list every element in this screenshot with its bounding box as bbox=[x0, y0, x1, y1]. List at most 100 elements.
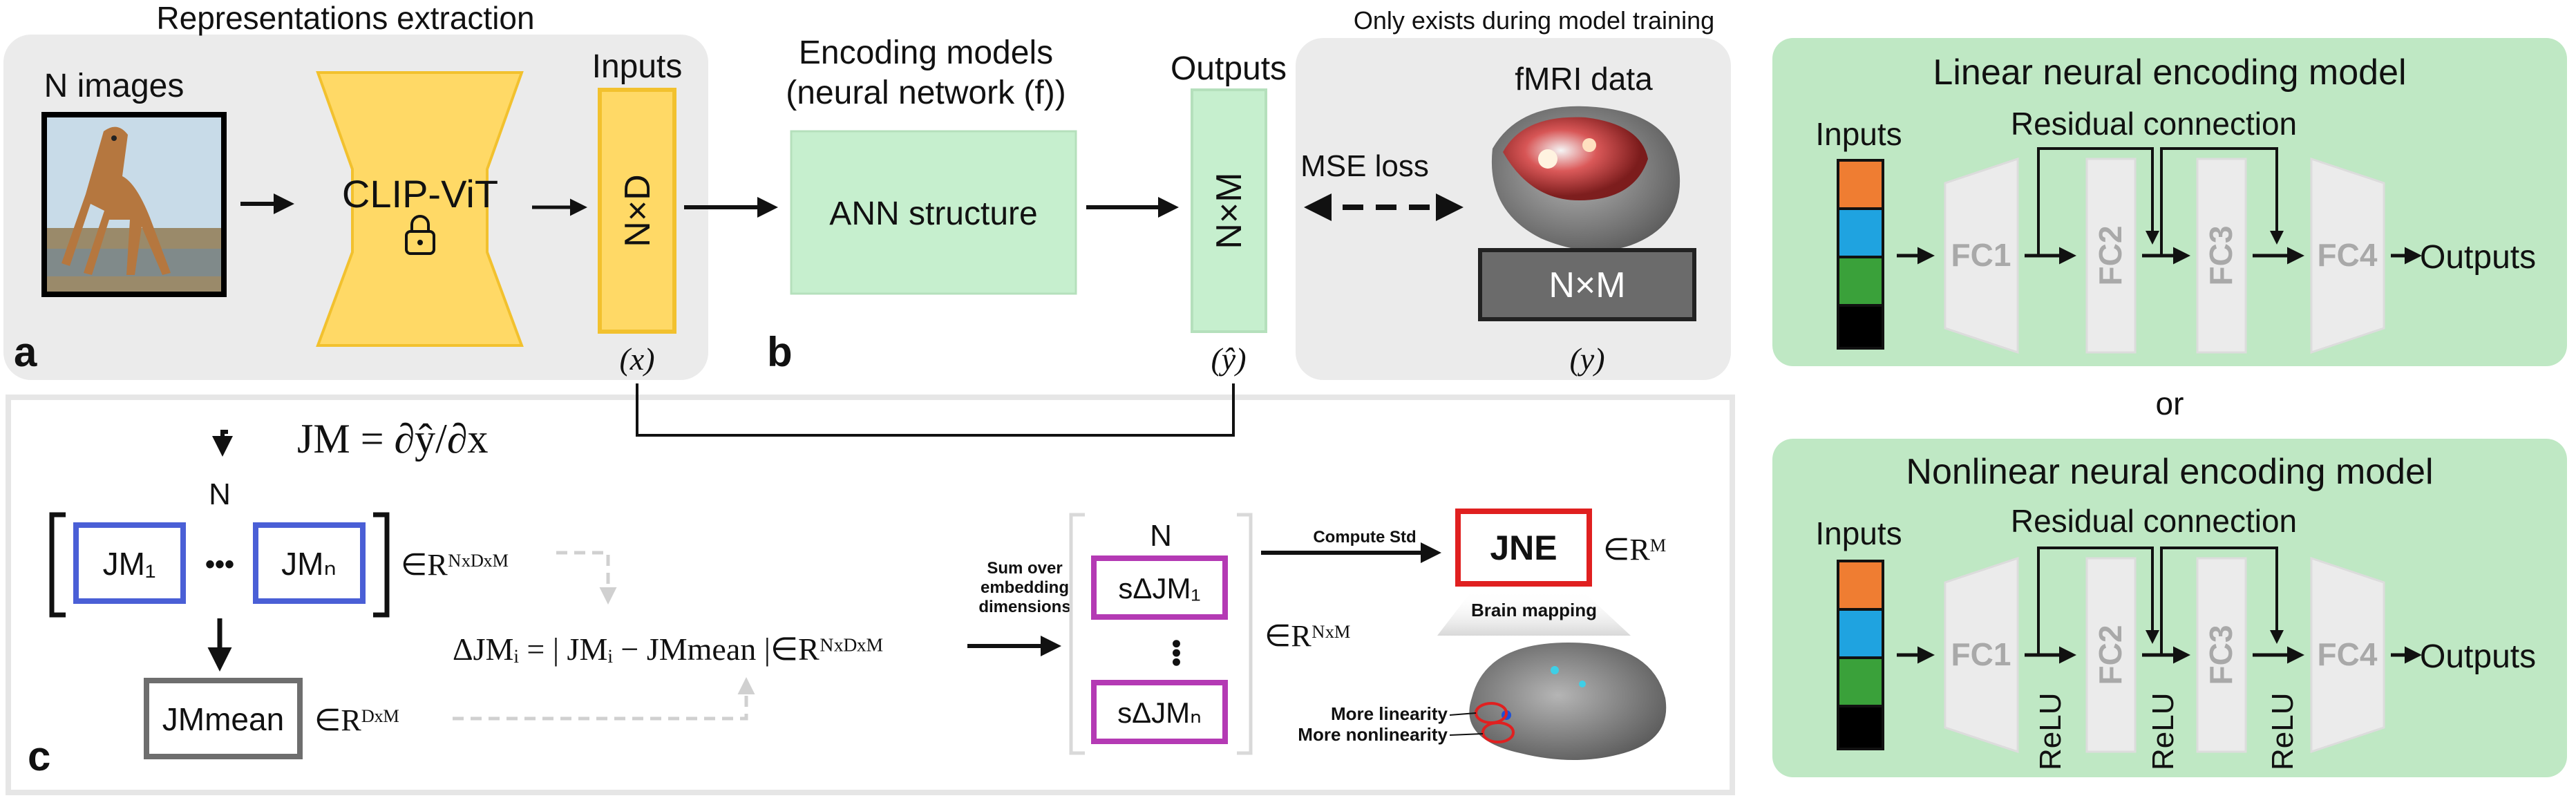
linear-fc4-label: FC4 bbox=[2318, 237, 2378, 273]
sdjm-space: ∈Rᴺˣᴹ bbox=[1265, 619, 1351, 653]
nonlinear-relu-1: ReLU bbox=[2034, 693, 2067, 771]
sdjmn-box bbox=[1091, 680, 1228, 744]
clip-vit-label: CLIP-ViT bbox=[342, 172, 498, 216]
fmri-data-block bbox=[1478, 248, 1696, 321]
panel-a-letter: a bbox=[14, 329, 37, 375]
nonlinear-residual-1 bbox=[2037, 547, 2159, 655]
linearity-marker-2 bbox=[1481, 721, 1515, 743]
jm-space: ∈Rᴺˣᴰˣᴹ bbox=[401, 548, 509, 582]
jm-right-bracket bbox=[373, 512, 390, 618]
linear-fc4-block bbox=[2310, 157, 2385, 354]
dashed-arrow-mean-to-delta bbox=[453, 677, 755, 721]
jm-n-label: N bbox=[209, 477, 231, 511]
brain-mapping-spotlight bbox=[1437, 591, 1631, 636]
linear-residual-1 bbox=[2037, 147, 2159, 256]
nonlinear-fc1-block bbox=[1944, 556, 2019, 754]
panel-c-letter: c bbox=[28, 733, 50, 779]
panel-a-title: Representations extraction bbox=[156, 0, 534, 36]
inputs-dims: N×D bbox=[618, 174, 658, 247]
brain-mapping-label: Brain mapping bbox=[1471, 600, 1597, 620]
sum-label-line1: Sum over bbox=[987, 559, 1062, 578]
mse-loss-label: MSE loss bbox=[1300, 149, 1429, 183]
jm-mean-label: JMmean bbox=[162, 701, 284, 737]
fmri-dims: N×M bbox=[1549, 265, 1625, 305]
linear-fc1-label: FC1 bbox=[1951, 237, 2011, 273]
nonlinear-fc2-block bbox=[2085, 557, 2137, 753]
nonlinear-input-green bbox=[1837, 656, 1884, 707]
sdjm-dots: ••• bbox=[1162, 639, 1191, 667]
linear-input-black bbox=[1837, 304, 1884, 350]
compute-std-label: Compute Std bbox=[1313, 528, 1416, 547]
jm-mean-box bbox=[144, 678, 303, 759]
giraffe-image bbox=[41, 112, 227, 297]
n-images-label: N images bbox=[44, 68, 184, 104]
fmri-brain-image bbox=[1491, 106, 1680, 251]
jm-formula: JM = ∂ŷ/∂x bbox=[297, 416, 489, 462]
nonlinear-fc3-block bbox=[2196, 557, 2247, 753]
linear-input-blue bbox=[1837, 207, 1884, 258]
linear-residual-2 bbox=[2160, 147, 2284, 256]
jmn-box bbox=[253, 522, 366, 604]
jm-mean-space: ∈Rᴰˣᴹ bbox=[314, 703, 399, 737]
jne-box bbox=[1455, 509, 1592, 587]
delta-jm-formula: ΔJMᵢ = | JMᵢ − JMmean |∈Rᴺˣᴰˣᴹ bbox=[453, 631, 883, 667]
nonlinear-relu-2: ReLU bbox=[2146, 693, 2180, 771]
linear-input-green bbox=[1837, 256, 1884, 307]
sdjm1-label: sΔJM₁ bbox=[1118, 572, 1200, 605]
sum-label-line2: embedding bbox=[981, 578, 1069, 597]
nonlinear-model-title: Nonlinear neural encoding model bbox=[1906, 452, 2433, 492]
panel-b: Encoding models (neural network (f)) ANN… bbox=[684, 35, 1287, 377]
panel-a: Representations extraction N images CLIP… bbox=[3, 0, 708, 380]
or-label: or bbox=[2156, 386, 2184, 421]
panel-b-letter: b bbox=[767, 329, 793, 375]
outputs-block bbox=[1191, 88, 1267, 333]
nonlinear-fc1-label: FC1 bbox=[1951, 636, 2011, 672]
linear-residual-label: Residual connection bbox=[2011, 106, 2297, 142]
x-variable: (x) bbox=[619, 341, 654, 377]
jmn-label: JMₙ bbox=[281, 546, 337, 582]
sdjm-n-label: N bbox=[1150, 519, 1172, 553]
dashed-arrow-jm-to-delta bbox=[556, 551, 617, 605]
nonlinear-input-blue bbox=[1837, 608, 1884, 659]
more-nonlinearity-label: More nonlinearity bbox=[1298, 724, 1448, 745]
jm1-box bbox=[73, 522, 186, 604]
jne-label: JNE bbox=[1490, 529, 1557, 567]
clip-vit-block bbox=[316, 71, 524, 347]
panel-c-border bbox=[6, 395, 1735, 795]
linear-outputs-label: Outputs bbox=[2420, 239, 2536, 276]
nonlinear-fc2-label: FC2 bbox=[2092, 625, 2128, 685]
linear-fc3-label: FC3 bbox=[2203, 226, 2239, 286]
nonlinear-residual-2 bbox=[2160, 547, 2284, 655]
sum-label-line3: dimensions bbox=[978, 598, 1070, 616]
yhat-variable: (ŷ) bbox=[1211, 341, 1246, 377]
linear-fc2-label: FC2 bbox=[2092, 226, 2128, 286]
sdjm1-box bbox=[1091, 555, 1228, 620]
outputs-dims: N×M bbox=[1209, 172, 1249, 249]
nonlinear-model-panel: Nonlinear neural encoding model Inputs R… bbox=[1772, 439, 2567, 777]
linear-model-title: Linear neural encoding model bbox=[1933, 53, 2406, 93]
y-variable: (y) bbox=[1569, 341, 1604, 377]
jm1-label: JM₁ bbox=[103, 546, 156, 582]
nonlinear-outputs-label: Outputs bbox=[2420, 638, 2536, 675]
panel-b-title-line2: (neural network (f)) bbox=[786, 75, 1066, 111]
inputs-block bbox=[598, 88, 676, 334]
sdjm-right-bracket bbox=[1237, 513, 1253, 755]
inputs-label: Inputs bbox=[592, 48, 683, 85]
training-panel-title: Only exists during model training bbox=[1354, 6, 1714, 35]
jne-space: ∈Rᴹ bbox=[1603, 533, 1666, 567]
linear-model-panel: Linear neural encoding model Inputs Resi… bbox=[1772, 38, 2567, 366]
sdjmn-label: sΔJMₙ bbox=[1117, 696, 1202, 729]
training-panel: Only exists during model training fMRI d… bbox=[1296, 6, 1731, 380]
nonlinear-fc4-label: FC4 bbox=[2318, 636, 2378, 672]
linear-fc1-block bbox=[1944, 157, 2019, 354]
nonlinearity-leader-line bbox=[1449, 733, 1484, 736]
nonlinear-fc4-block bbox=[2310, 556, 2385, 754]
linear-fc2-block bbox=[2085, 158, 2137, 354]
nonlinear-input-black bbox=[1837, 705, 1884, 750]
arrow-to-jm-stack bbox=[212, 430, 233, 457]
linearity-leader-line bbox=[1449, 712, 1477, 716]
linear-inputs-label: Inputs bbox=[1815, 116, 1902, 152]
jm-left-bracket bbox=[49, 512, 66, 618]
ann-structure-block bbox=[790, 130, 1077, 295]
nonlinear-residual-label: Residual connection bbox=[2011, 503, 2297, 539]
